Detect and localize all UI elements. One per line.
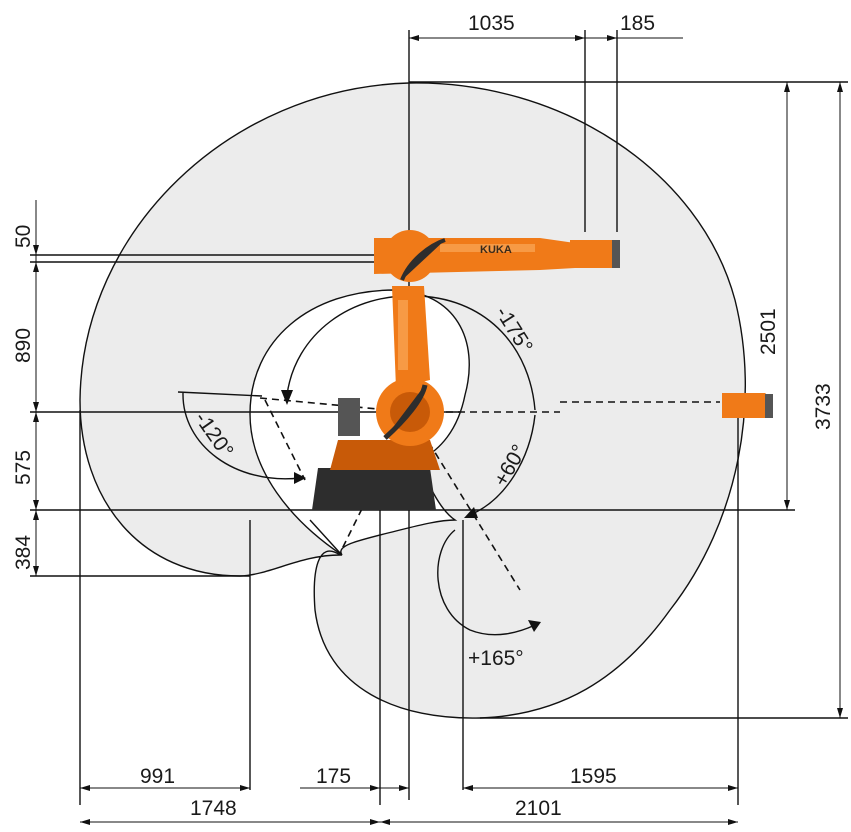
dimension-labels: 1035 185 2501 3733 50 890 575 384 991 17… <box>12 12 835 820</box>
dim-left-50: 50 <box>12 225 35 248</box>
dim-bottom-1595: 1595 <box>570 765 617 788</box>
robot-base <box>312 468 436 510</box>
angle-plus165: +165° <box>468 647 524 670</box>
brand-label: KUKA <box>480 244 512 256</box>
dim-left-890: 890 <box>12 328 35 363</box>
dim-left-384: 384 <box>12 535 35 570</box>
dim-bottom-175: 175 <box>316 765 351 788</box>
dimension-lines <box>33 35 843 825</box>
kuka-robot: KUKA <box>312 230 773 510</box>
dim-bottom-2101: 2101 <box>515 797 562 820</box>
robot-wrist-alt <box>722 393 771 418</box>
dim-right-3733: 3733 <box>812 383 835 430</box>
robot-lower-arm <box>392 286 430 388</box>
dim-right-2501: 2501 <box>757 308 780 355</box>
dim-left-575: 575 <box>12 450 35 485</box>
dim-top-185: 185 <box>620 12 655 35</box>
dim-bottom-991: 991 <box>140 765 175 788</box>
dim-bottom-1748: 1748 <box>190 797 237 820</box>
robot-upper-arm <box>374 238 575 274</box>
dim-top-1035: 1035 <box>468 12 515 35</box>
